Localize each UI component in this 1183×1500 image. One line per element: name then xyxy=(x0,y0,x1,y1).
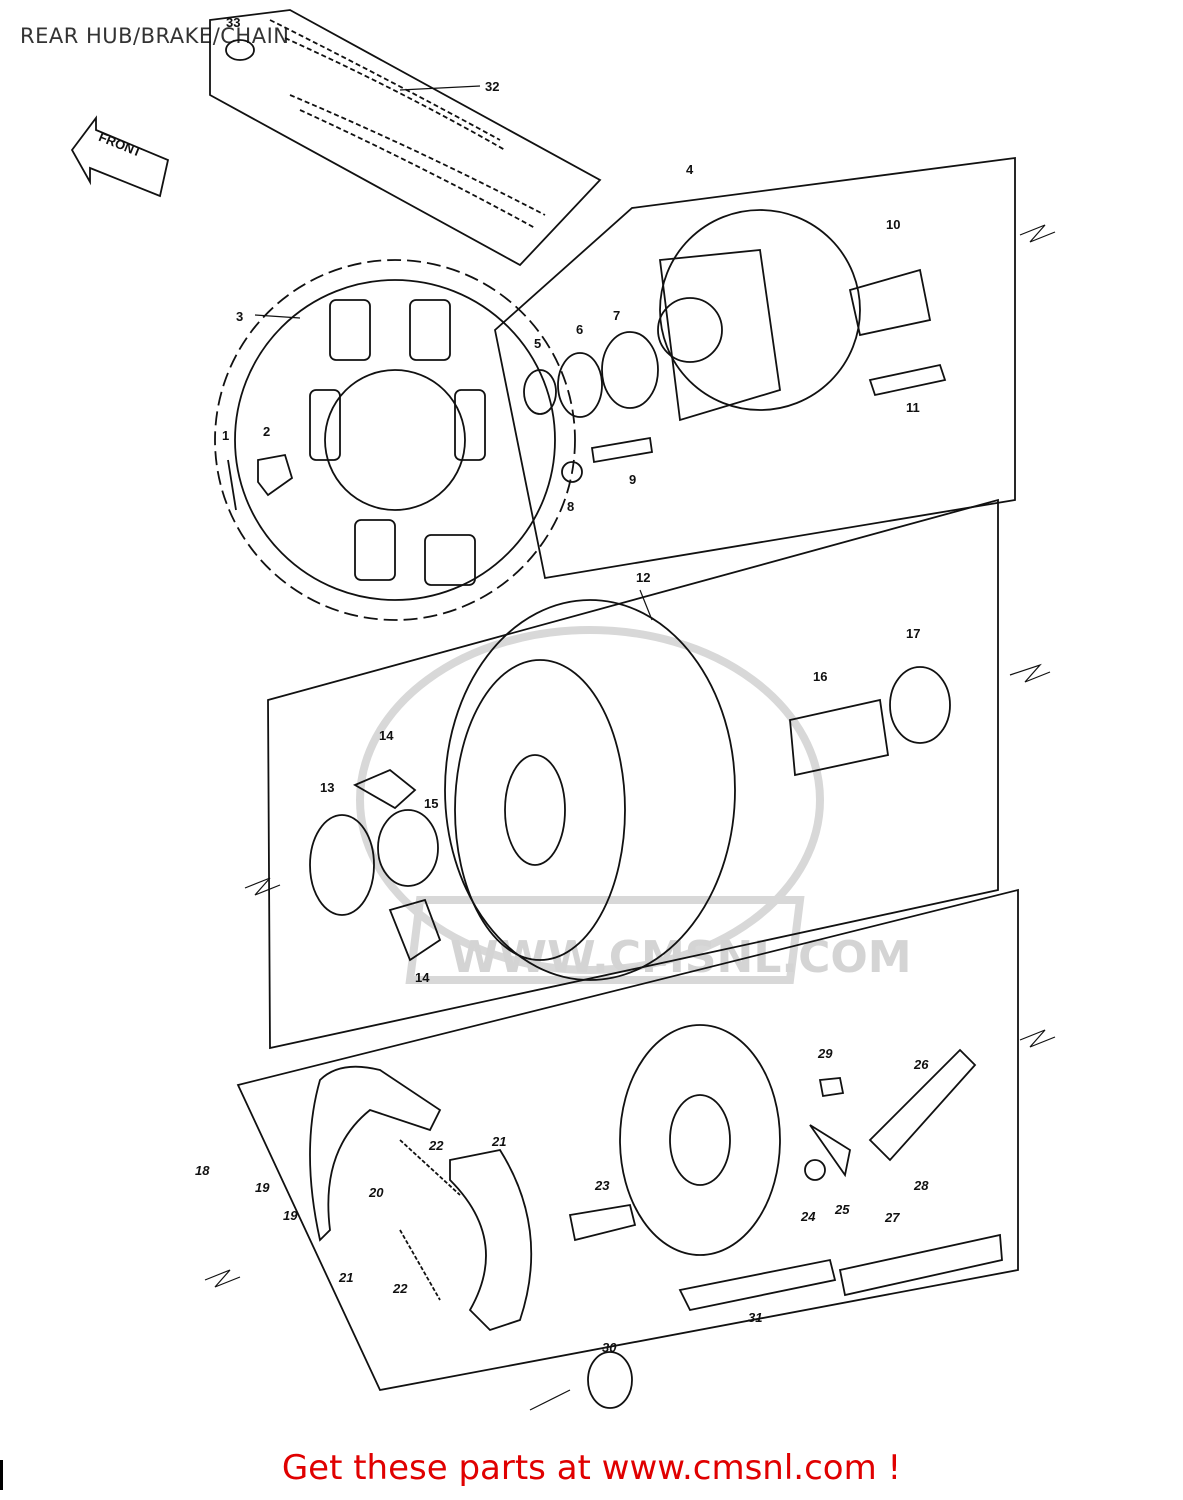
callout-8: 8 xyxy=(567,499,574,514)
callout-27: 27 xyxy=(884,1210,900,1225)
callout-1: 1 xyxy=(222,428,229,443)
callout-33: 33 xyxy=(226,15,240,30)
callout-25: 25 xyxy=(834,1202,850,1217)
footer-link-text[interactable]: Get these parts at www.cmsnl.com ! xyxy=(281,1448,902,1488)
coupling-panel xyxy=(494,156,1016,580)
callout-9: 9 xyxy=(629,472,636,487)
callout-24: 24 xyxy=(800,1209,816,1224)
brake-panel xyxy=(236,888,1019,1409)
callout-32: 32 xyxy=(485,79,499,94)
callout-31: 31 xyxy=(748,1310,762,1325)
front-arrow-label: FRONT xyxy=(97,129,144,160)
callout-29: 29 xyxy=(817,1046,833,1061)
chain-panel xyxy=(209,9,602,267)
callout-4: 4 xyxy=(686,162,694,177)
front-arrow-icon: FRONT xyxy=(70,115,170,198)
callout-23: 23 xyxy=(594,1178,610,1193)
callout-17: 17 xyxy=(906,626,920,641)
nut-and-pin xyxy=(227,453,294,511)
callout-14-bottom: 14 xyxy=(415,970,430,985)
callout-18: 18 xyxy=(195,1163,210,1178)
callout-3: 3 xyxy=(236,309,243,324)
callout-10: 10 xyxy=(886,217,900,232)
callouts: 1 2 3 4 5 6 7 8 9 10 11 12 13 14 14 15 1… xyxy=(195,15,929,1355)
callout-5: 5 xyxy=(534,336,541,351)
sprocket xyxy=(214,259,576,621)
watermark-logo: WWW.CMSNL.COM xyxy=(356,626,912,984)
callout-22-top: 22 xyxy=(428,1138,444,1153)
callout-30: 30 xyxy=(602,1340,617,1355)
hub-panel xyxy=(267,498,999,1050)
callout-22-bottom: 22 xyxy=(392,1281,408,1296)
callout-21-right: 21 xyxy=(491,1134,506,1149)
callout-26: 26 xyxy=(913,1057,929,1072)
callout-6: 6 xyxy=(576,322,583,337)
callout-21-left: 21 xyxy=(338,1270,353,1285)
callout-2: 2 xyxy=(263,424,270,439)
callout-12: 12 xyxy=(636,570,650,585)
break-marks xyxy=(204,224,1056,1411)
callout-19-bottom: 19 xyxy=(283,1208,298,1223)
callout-20: 20 xyxy=(368,1185,384,1200)
page-title: REAR HUB/BRAKE/CHAIN xyxy=(20,24,290,48)
watermark-text: WWW.CMSNL.COM xyxy=(450,932,912,983)
callout-19-top: 19 xyxy=(255,1180,270,1195)
callout-15: 15 xyxy=(424,796,438,811)
callout-28: 28 xyxy=(913,1178,929,1193)
page-edge-mark xyxy=(0,1460,3,1490)
callout-11: 11 xyxy=(906,400,920,415)
callout-16: 16 xyxy=(813,669,827,684)
callout-13: 13 xyxy=(320,780,334,795)
callout-7: 7 xyxy=(613,308,620,323)
callout-14-top: 14 xyxy=(379,728,394,743)
